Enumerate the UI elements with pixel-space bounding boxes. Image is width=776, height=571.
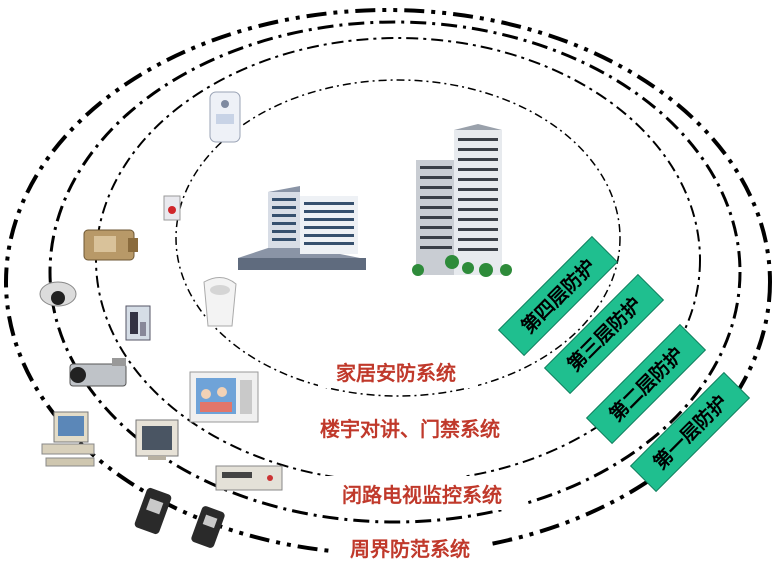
label-perimeter: 周界防范系统 xyxy=(350,537,470,561)
desktop-computer-icon xyxy=(41,411,95,467)
crt-monitor-icon xyxy=(135,419,179,460)
ring-layer2 xyxy=(48,20,742,524)
dome-camera-icon xyxy=(39,281,77,307)
ring-layer4 xyxy=(175,79,621,397)
layer2-tag-text: 第二层防护 xyxy=(605,343,688,426)
office-building-icon xyxy=(238,186,366,270)
layer3-tag-text: 第三层防护 xyxy=(563,293,646,376)
high-rise-building-icon xyxy=(412,124,512,277)
label-home-security: 家居安防系统 xyxy=(336,361,456,385)
label-cctv: 闭路电视监控系统 xyxy=(342,483,502,507)
smoke-detector-icon xyxy=(209,91,241,143)
label-intercom-access: 楼宇对讲、门禁系统 xyxy=(320,417,500,441)
door-lock-icon xyxy=(83,229,138,261)
video-doorphone-icon xyxy=(189,371,259,423)
emergency-button-icon xyxy=(163,195,181,221)
video-recorder-icon xyxy=(215,465,283,491)
infrared-beam-detector-icon xyxy=(134,487,225,548)
pir-sensor-icon xyxy=(203,277,237,327)
bullet-camera-icon xyxy=(69,358,127,387)
layer1-tag-text: 第一层防护 xyxy=(649,391,732,474)
intercom-phone-icon xyxy=(125,305,151,341)
